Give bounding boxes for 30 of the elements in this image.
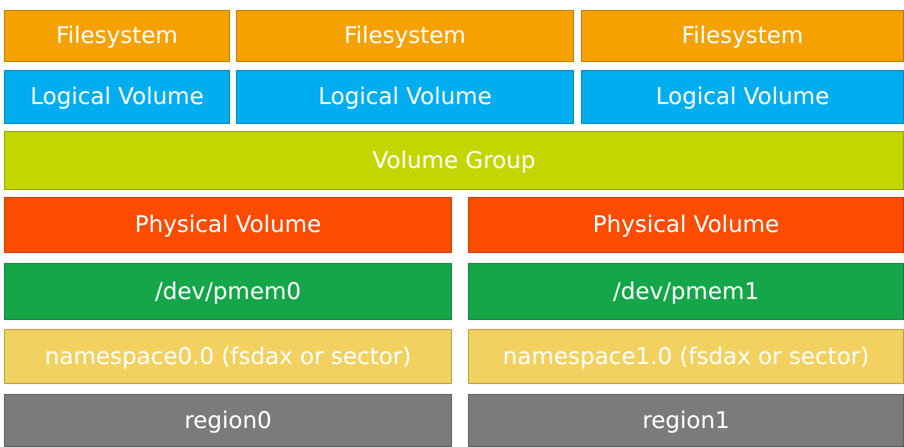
layer-block [4,70,230,124]
layer-label: Physical Volume [592,212,780,238]
layer-block [4,329,452,384]
layer-label: /dev/pmem0 [154,278,302,304]
layer-block [468,197,904,253]
layer-block [468,263,904,320]
layer-block [581,10,904,62]
layer-block [468,329,904,384]
layer-label: /dev/pmem1 [612,278,760,304]
layer-label: region0 [184,408,272,434]
layer-label: Filesystem [56,23,178,49]
layer-block [581,70,904,124]
layer-block [236,70,574,124]
layer-label: namespace0.0 (fsdax or sector) [44,344,412,370]
layer-block [4,131,904,190]
layer-label: Physical Volume [134,212,322,238]
layer-block [236,10,574,62]
layer-label: Filesystem [682,23,804,49]
layer-block [4,197,452,253]
layer-block [4,10,230,62]
layer-label: Logical Volume [318,84,492,110]
layer-label: Volume Group [372,148,536,174]
layer-label: Logical Volume [30,84,204,110]
layer-block [468,394,904,447]
layer-label: Filesystem [344,23,466,49]
layer-label: namespace1.0 (fsdax or sector) [502,344,870,370]
layer-block [4,394,452,447]
layer-label: Logical Volume [656,84,830,110]
layer-label: region1 [642,408,730,434]
layer-block [4,263,452,320]
